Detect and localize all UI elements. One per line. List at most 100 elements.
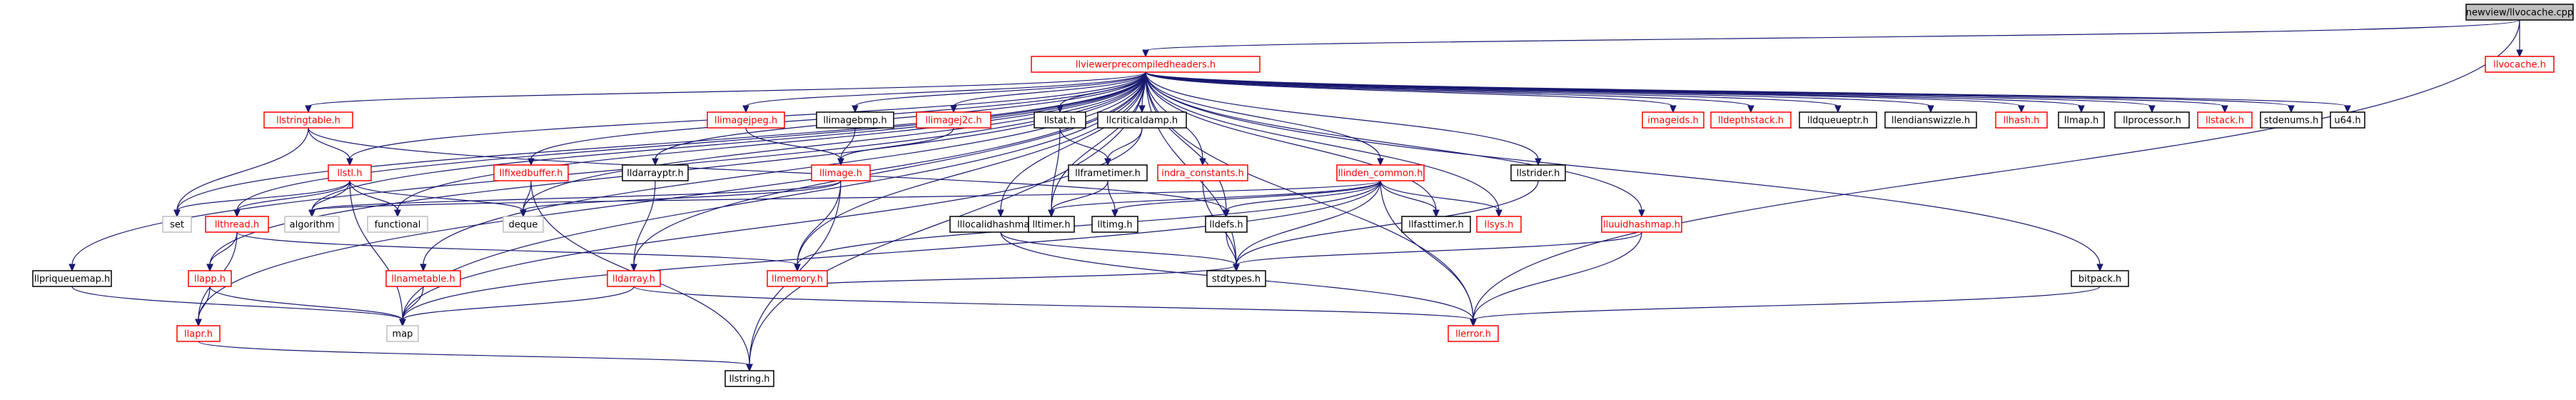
node-llfixedbuffer-h[interactable]: llfixedbuffer.h xyxy=(493,164,569,181)
node-llviewerprecompiledheaders-h[interactable]: llviewerprecompiledheaders.h xyxy=(1031,56,1261,73)
node-box xyxy=(1031,56,1261,73)
edge-n1-n10 xyxy=(1145,71,1752,107)
node-llhash-h[interactable]: llhash.h xyxy=(1995,111,2048,129)
node-llimagej2c-h[interactable]: llimagej2c.h xyxy=(916,111,991,129)
edge-arrowhead xyxy=(652,158,659,166)
node-llstringtable-h[interactable]: llstringtable.h xyxy=(263,111,353,129)
node-label: lluuidhashmap.h xyxy=(1603,220,1680,231)
edge-arrowhead xyxy=(1638,209,1645,218)
node-llstrider-h[interactable]: llstrider.h xyxy=(1510,164,1566,181)
node-box xyxy=(367,216,428,233)
edge-arrowhead xyxy=(1834,105,1842,114)
edge-n1-n39 xyxy=(71,71,1146,266)
edge-arrowhead xyxy=(1433,209,1440,218)
node-label: llpriqueuemap.h xyxy=(34,274,110,285)
node-lllocalidhashmap-h[interactable]: lllocalidhashmap.h xyxy=(949,216,1052,233)
edge-n33-n44 xyxy=(1000,231,1237,266)
node-stdtypes-h[interactable]: stdtypes.h xyxy=(1206,270,1266,287)
node-map: map xyxy=(386,325,419,342)
node-llcriticaldamp-h[interactable]: llcriticaldamp.h xyxy=(1097,111,1187,129)
node-llframetimer-h[interactable]: llframetimer.h xyxy=(1068,164,1148,181)
node-box xyxy=(1157,164,1248,181)
edge-arrowhead xyxy=(2018,105,2025,114)
node-llstring-h[interactable]: llstring.h xyxy=(724,370,774,387)
node-box xyxy=(385,270,461,287)
edge-n1-n11 xyxy=(1145,71,1839,107)
edge-n41-n46 xyxy=(402,286,424,321)
node-lltimg-h[interactable]: lltimg.h xyxy=(1091,216,1138,233)
node-newview-llvocache-cpp[interactable]: newview/llvocache.cpp xyxy=(2465,4,2574,21)
node-box xyxy=(916,111,991,129)
edge-n1-n3 xyxy=(308,71,1146,107)
node-llstack-h[interactable]: llstack.h xyxy=(2197,111,2253,129)
node-label: llvocache.h xyxy=(2493,60,2546,71)
node-box xyxy=(205,216,269,233)
node-label: llinden_common.h xyxy=(1338,169,1423,179)
edge-n1-n29 xyxy=(236,71,1146,211)
node-llerror-h[interactable]: llerror.h xyxy=(1448,325,1499,342)
node-box xyxy=(816,111,894,129)
node-bitpack-h[interactable]: bitpack.h xyxy=(2071,270,2129,287)
node-indra-constants-h[interactable]: indra_constants.h xyxy=(1157,164,1248,181)
node-box xyxy=(263,111,353,129)
node-imageids-h[interactable]: imageids.h xyxy=(1642,111,1704,129)
node-box xyxy=(811,164,871,181)
node-box xyxy=(1642,111,1704,129)
edge-n19-n32 xyxy=(349,180,524,211)
edge-arrowhead xyxy=(630,264,637,272)
edge-n3-n28 xyxy=(176,127,309,211)
node-llnametable-h[interactable]: llnametable.h xyxy=(385,270,461,287)
node-llfasttimer-h[interactable]: llfasttimer.h xyxy=(1401,216,1471,233)
node-llthread-h[interactable]: llthread.h xyxy=(205,216,269,233)
edge-n39-n46 xyxy=(71,286,403,321)
edge-n25-n44 xyxy=(1236,180,1381,266)
node-llmap-h[interactable]: llmap.h xyxy=(2058,111,2105,129)
edge-arrowhead xyxy=(420,264,427,272)
edge-n1-n38 xyxy=(1145,71,1500,211)
node-lldqueueptr-h[interactable]: lldqueueptr.h xyxy=(1799,111,1877,129)
node-label: algorithm xyxy=(290,220,335,231)
node-label: indra_constants.h xyxy=(1161,169,1244,179)
node-label: set xyxy=(170,220,184,231)
node-box xyxy=(1476,216,1522,233)
node-u64-h[interactable]: u64.h xyxy=(2330,111,2365,129)
node-llmemory-h[interactable]: llmemory.h xyxy=(767,270,828,287)
node-llpriqueuemap-h[interactable]: llpriqueuemap.h xyxy=(32,270,112,287)
edge-n1-n27 xyxy=(1145,71,1642,211)
node-lldarray-h[interactable]: lldarray.h xyxy=(607,270,661,287)
node-label: lldefs.h xyxy=(1209,220,1243,231)
node-llvocache-h[interactable]: llvocache.h xyxy=(2485,56,2555,73)
node-label: llstringtable.h xyxy=(276,116,340,126)
node-llimagebmp-h[interactable]: llimagebmp.h xyxy=(816,111,894,129)
edge-arrowhead xyxy=(399,319,406,327)
node-llendianswizzle-h[interactable]: llendianswizzle.h xyxy=(1884,111,1977,129)
node-box xyxy=(2465,4,2574,21)
node-llstl-h[interactable]: llstl.h xyxy=(328,164,372,181)
edge-n43-n44 xyxy=(797,264,1237,287)
node-llimagejpeg-h[interactable]: llimagejpeg.h xyxy=(707,111,785,129)
node-llsys-h[interactable]: llsys.h xyxy=(1476,216,1522,233)
edge-arrowhead xyxy=(1927,105,1934,114)
node-lldarrayptr-h[interactable]: lldarrayptr.h xyxy=(622,164,689,181)
node-box xyxy=(328,164,372,181)
edge-n29-n43 xyxy=(236,231,798,266)
node-llapp-h[interactable]: llapp.h xyxy=(188,270,232,287)
node-label: llhash.h xyxy=(2004,116,2040,126)
node-lluuidhashmap-h[interactable]: lluuidhashmap.h xyxy=(1601,216,1682,233)
node-llinden-common-h[interactable]: llinden_common.h xyxy=(1336,164,1425,181)
node-llimage-h[interactable]: llimage.h xyxy=(811,164,871,181)
node-lldepthstack-h[interactable]: lldepthstack.h xyxy=(1710,111,1792,129)
edge-n19-n31 xyxy=(349,180,398,211)
node-lltimer-h[interactable]: lltimer.h xyxy=(1028,216,1075,233)
node-label: llnametable.h xyxy=(391,274,455,285)
node-lldefs-h[interactable]: lldefs.h xyxy=(1205,216,1248,233)
node-stdenums-h[interactable]: stdenums.h xyxy=(2260,111,2323,129)
node-llprocessor-h[interactable]: llprocessor.h xyxy=(2114,111,2190,129)
node-box xyxy=(2485,56,2555,73)
node-llapr-h[interactable]: llapr.h xyxy=(176,325,221,342)
node-box xyxy=(1205,216,1248,233)
node-llstat-h[interactable]: llstat.h xyxy=(1034,111,1086,129)
edge-n25-n43 xyxy=(797,180,1381,266)
node-box xyxy=(386,325,419,342)
